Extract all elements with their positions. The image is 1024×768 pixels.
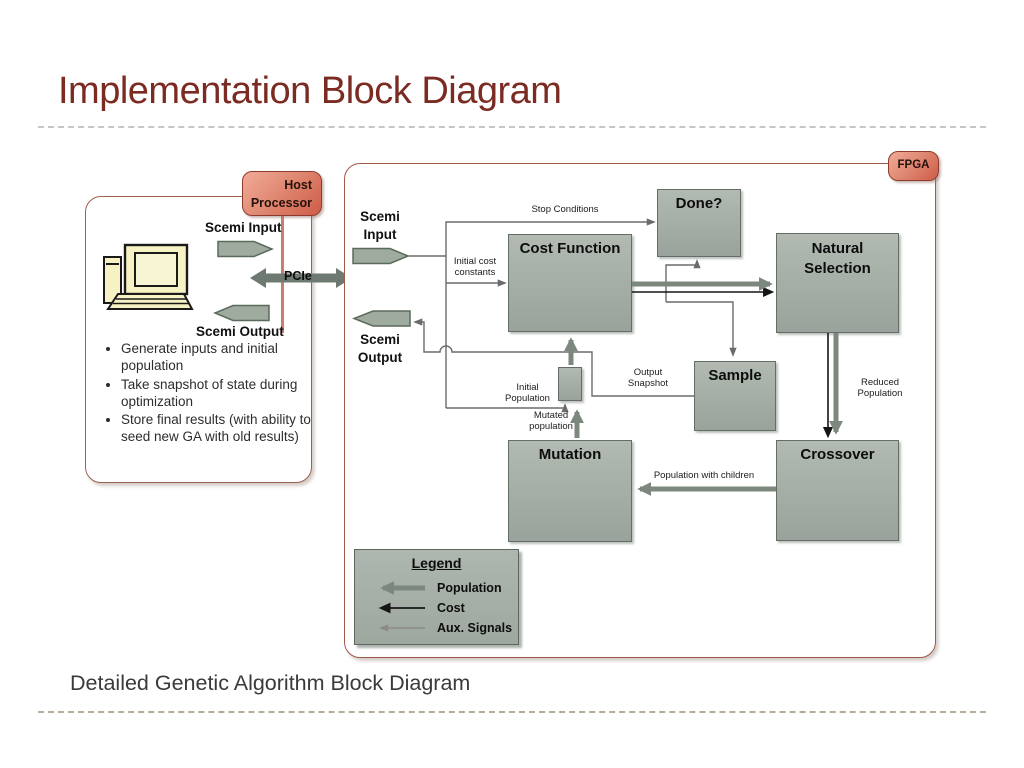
population-arrow-icon [380,581,425,595]
divider-dashed-bottom [38,711,986,713]
block-mutation: Mutation [508,440,632,542]
legend-box: Legend Population Cost Aux. Signals [354,549,519,645]
host-note-item: Store final results (with ability to see… [121,411,329,446]
block-cost-function: Cost Function [508,234,632,332]
slide-caption: Detailed Genetic Algorithm Block Diagram [70,671,471,695]
host-processor-badge: Host Processor [242,171,322,216]
block-sample: Sample [694,361,776,431]
legend-row-aux-signals: Aux. Signals [367,620,518,636]
fpga-scemi-output-arrow-icon [352,310,411,327]
aux-signals-arrow-icon [379,624,425,632]
wire-label-stop-conditions: Stop Conditions [531,204,599,215]
legend-label: Aux. Signals [437,621,513,635]
legend-row-population: Population [367,580,518,596]
host-note-item: Take snapshot of state during optimizati… [121,376,329,411]
host-notes-list: Generate inputs and initial population T… [95,340,329,447]
computer-icon [103,243,194,310]
wire-label-population-with-children: Population with children [653,470,755,481]
host-note-item: Generate inputs and initial population [121,340,329,375]
pcie-arrow-icon [250,268,352,288]
fpga-scemi-input-arrow-icon [352,247,410,265]
divider-dashed-top [38,126,986,128]
page-title: Implementation Block Diagram [58,70,562,112]
host-scemi-input-label: Scemi Input [205,220,282,235]
wire-label-initial-cost: Initial cost constants [453,256,497,278]
host-scemi-input-arrow-icon [217,240,274,258]
block-crossover: Crossover [776,440,899,541]
cost-arrow-icon [378,602,425,614]
wire-label-initial-population: Initial Population [505,382,550,404]
fpga-scemi-input-label: Scemi Input [360,209,400,242]
wire-label-mutated-population: Mutated population [529,410,573,432]
block-done: Done? [657,189,741,257]
wire-label-reduced-population: Reduced Population [857,377,903,399]
host-scemi-output-label: Scemi Output [196,324,284,339]
fpga-scemi-output-label: Scemi Output [357,332,403,366]
host-processor-box [85,196,312,483]
fpga-badge: FPGA [888,151,939,181]
legend-title: Legend [411,555,462,571]
pcie-label: PCIe [284,269,312,283]
legend-row-cost: Cost [367,600,518,616]
block-population-mux [558,367,582,401]
host-scemi-output-arrow-icon [213,304,270,322]
wire-label-output-snapshot: Output Snapshot [627,367,669,389]
legend-label: Cost [437,601,465,615]
block-natural-selection: Natural Selection [776,233,899,333]
legend-label: Population [437,581,502,595]
